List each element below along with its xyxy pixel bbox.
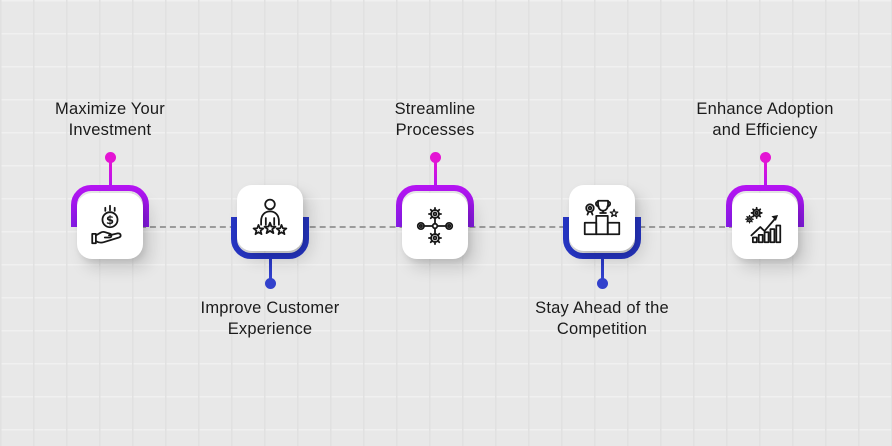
connector-stem [433, 160, 437, 187]
icon-card [402, 193, 468, 259]
podium-trophy-icon [583, 199, 621, 236]
gears-growth-chart-icon [745, 206, 782, 244]
connector-stem [600, 256, 604, 281]
connector-dot [104, 152, 116, 163]
connector-dot [596, 278, 608, 289]
icon-card: $ [77, 193, 143, 259]
icon-card [237, 185, 303, 251]
icon-card [569, 185, 635, 251]
connector-dot [264, 278, 276, 289]
hand-coin-dollar-icon: $ [91, 204, 122, 245]
icon-card [732, 193, 798, 259]
connector-stem [763, 160, 767, 187]
connector-stem [108, 160, 112, 187]
person-three-stars-icon [252, 198, 288, 236]
connector-stem [268, 256, 272, 281]
connector-dot [759, 152, 771, 163]
connected-gears-icon [416, 207, 454, 245]
connector-dot [429, 152, 441, 163]
svg-text:$: $ [106, 213, 114, 227]
